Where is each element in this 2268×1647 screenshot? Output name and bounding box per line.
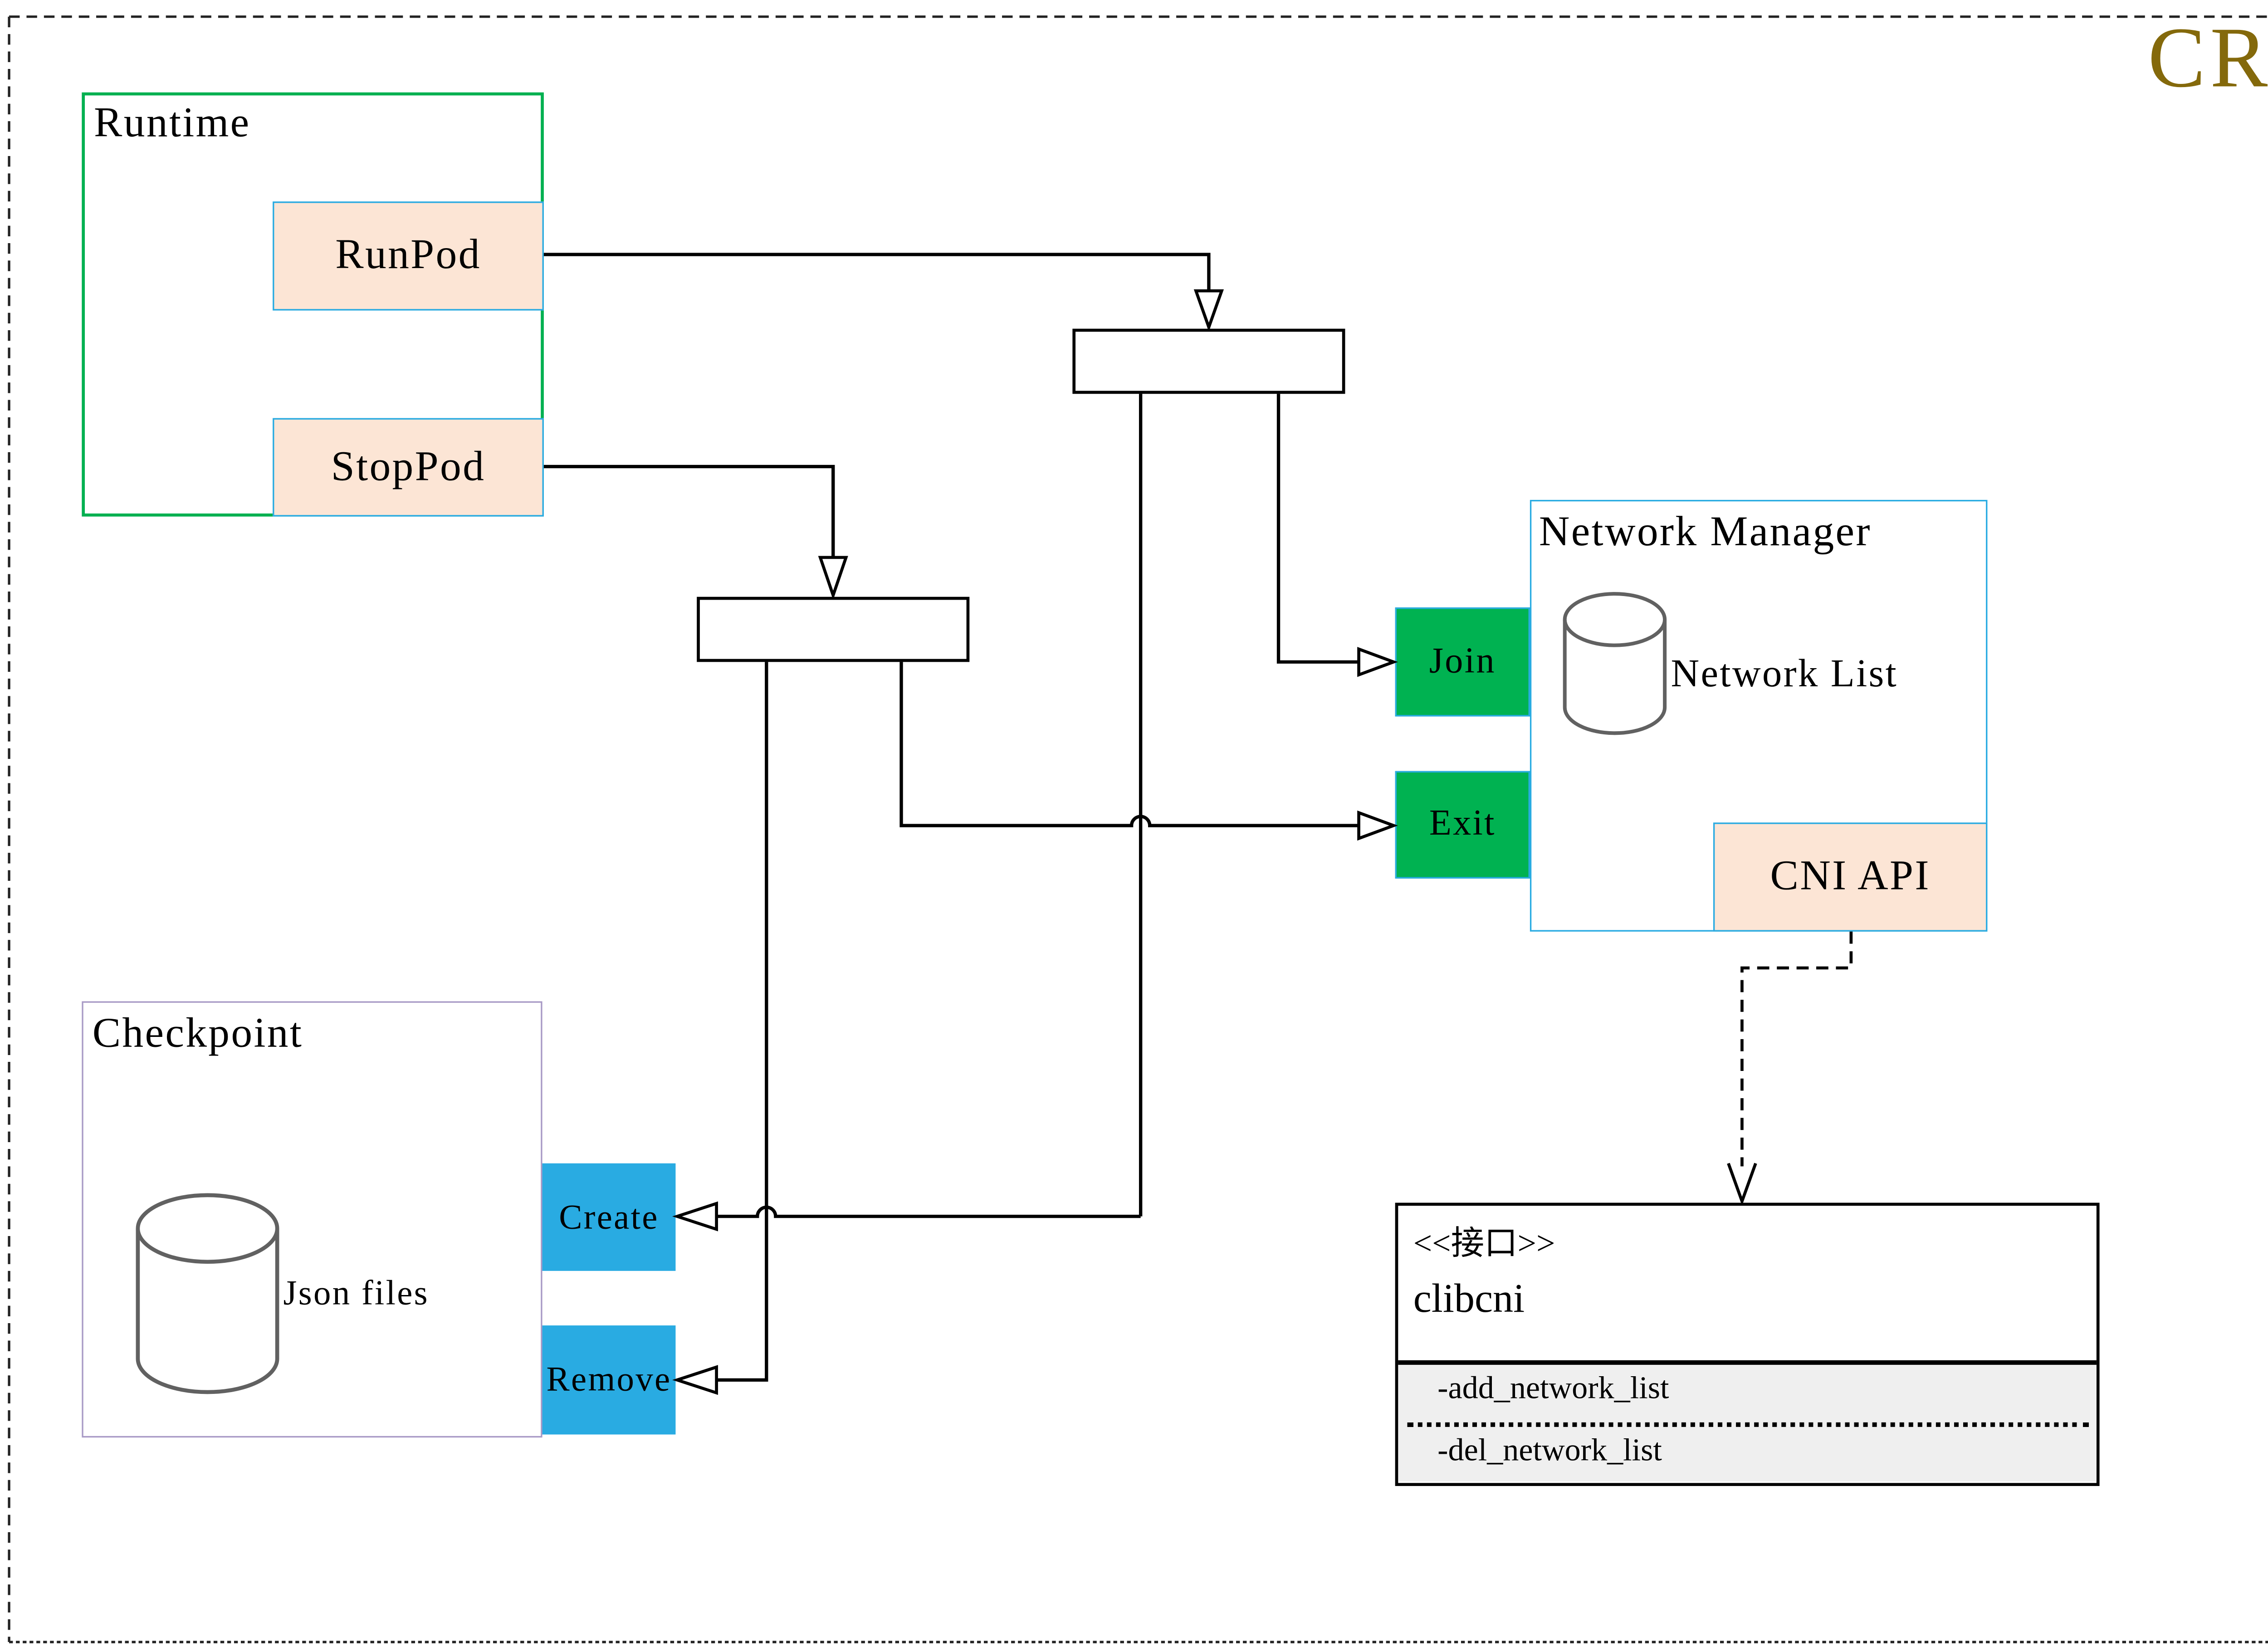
junction-bar-top [1072, 328, 1345, 394]
connector-runpod-to-bar [543, 253, 1211, 291]
interface-separator [1398, 1360, 2097, 1365]
runtime-title: Runtime [94, 100, 251, 147]
junction-bar-middle [697, 596, 970, 662]
stoppod-label: StopPod [331, 443, 486, 490]
connector-bar-to-remove [716, 662, 768, 1382]
checkpoint-title: Checkpoint [92, 1010, 303, 1057]
connector-stoppod-to-bar [543, 464, 835, 557]
method-divider [1407, 1422, 2089, 1427]
method-add-network-list: -add_network_list [1437, 1369, 1669, 1406]
network-list-label: Network List [1671, 651, 1898, 695]
network-manager-title: Network Manager [1539, 509, 1872, 556]
remove-node: Remove [542, 1325, 676, 1435]
exit-node: Exit [1395, 771, 1530, 879]
join-label: Join [1429, 641, 1496, 681]
exit-arrowhead-icon [1357, 810, 1398, 841]
remove-arrowhead-icon [672, 1365, 718, 1395]
connector-bar-to-join [1276, 394, 1359, 664]
runpod-label: RunPod [335, 231, 481, 279]
join-arrowhead-icon [1357, 647, 1398, 677]
create-node: Create [542, 1163, 676, 1271]
remove-label: Remove [546, 1360, 672, 1398]
create-arrowhead-icon [672, 1201, 718, 1232]
exit-label: Exit [1429, 804, 1496, 844]
clibcni-arrowhead-icon [1727, 1163, 1757, 1206]
method-del-network-list: -del_network_list [1437, 1431, 1662, 1468]
connector-bar-to-create [716, 394, 1143, 1218]
bar2-arrowhead-icon [818, 556, 848, 600]
interface-name: clibcni [1413, 1275, 1525, 1321]
interface-stereotype: <<接口>> [1413, 1224, 1555, 1262]
cri-watermark: CRI [2148, 10, 2268, 106]
create-label: Create [559, 1197, 659, 1236]
stoppod-node: StopPod [273, 418, 544, 517]
cni-api-label: CNI API [1770, 853, 1931, 900]
connector-cniapi-to-clibcni [1740, 931, 1853, 1167]
json-files-label: Json files [283, 1274, 429, 1312]
join-node: Join [1395, 607, 1530, 717]
checkpoint-box [82, 1001, 543, 1438]
runpod-node: RunPod [273, 201, 544, 311]
clibcni-interface-box: <<接口>> clibcni -add_network_list -del_ne… [1395, 1202, 2100, 1486]
bar1-arrowhead-icon [1193, 289, 1224, 332]
cni-api-node: CNI API [1713, 822, 1988, 932]
connector-bar-to-exit [899, 662, 1359, 827]
